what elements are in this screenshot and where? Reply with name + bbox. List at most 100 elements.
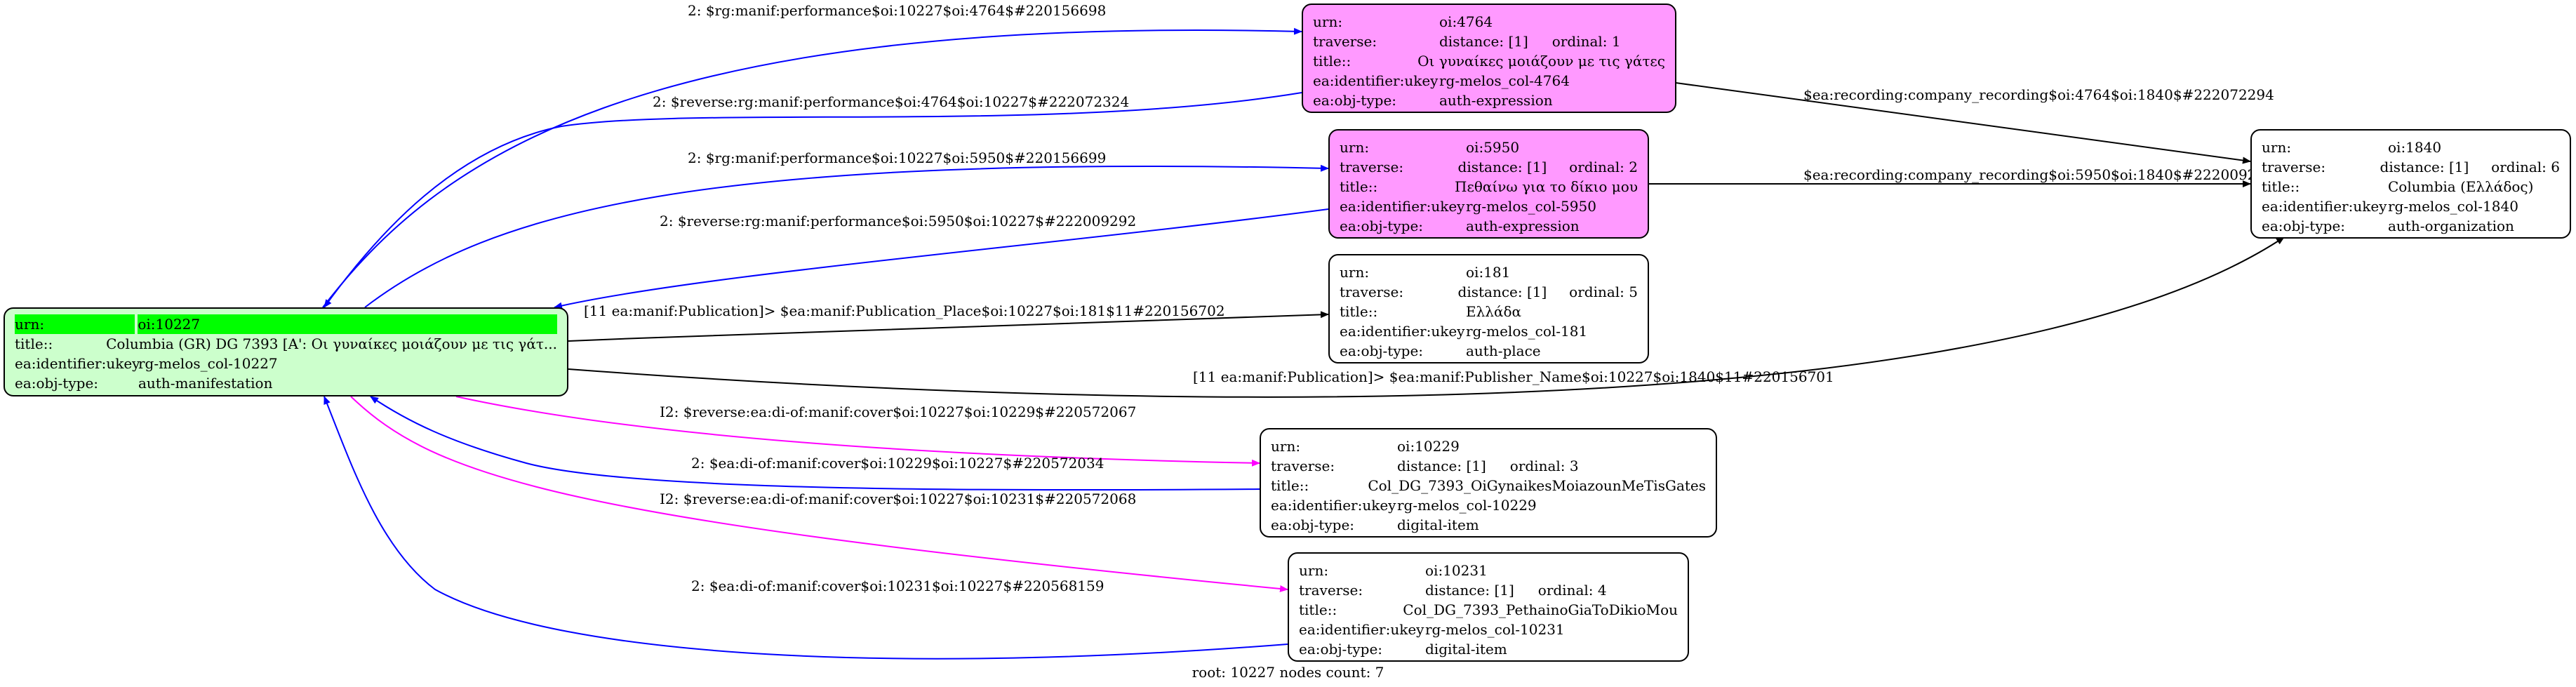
distance-value: distance: [1] — [1457, 159, 1547, 175]
urn-value: oi:181 — [1466, 264, 1511, 281]
edge-label-e8: [11 ea:manif:Publication]> $ea:manif:Pub… — [1193, 368, 1834, 385]
edge-reverse-performance-4764 — [323, 92, 1302, 308]
ordinal-value: ordinal: 3 — [1509, 458, 1579, 474]
edge-reverse-performance-5950 — [554, 208, 1329, 309]
edge-label-e2: 2: $reverse:rg:manif:performance$oi:4764… — [653, 93, 1129, 110]
ukey-label: ea:identifier:ukey — [1299, 621, 1424, 638]
title-label: title:: — [1299, 601, 1337, 618]
traverse-label: traverse: — [1299, 582, 1363, 599]
urn-label: urn: — [2262, 139, 2292, 156]
ukey-value: rg-melos_col-10231 — [1425, 621, 1565, 638]
urn-value: oi:1840 — [2388, 139, 2442, 156]
node-oi-5950[interactable]: urn: oi:5950 traverse: distance: [1] ordina… — [1328, 129, 1649, 239]
edge-performance-to-4764 — [322, 27, 1302, 308]
edge-label-e12: 2: $ea:di-of:manif:cover$oi:10231$oi:102… — [691, 578, 1104, 594]
traverse-label: traverse: — [1313, 33, 1377, 50]
ukey-label: ea:identifier:ukey — [1340, 198, 1465, 215]
urn-value: oi:5950 — [1466, 139, 1520, 156]
edge-label-e1: 2: $rg:manif:performance$oi:10227$oi:476… — [688, 2, 1106, 19]
ukey-label: ea:identifier:ukey — [1313, 72, 1439, 89]
title-label: title:: — [15, 335, 53, 352]
edge-recording-4764-to-1840 — [1675, 82, 2251, 164]
edge-cover-10231 — [323, 396, 1288, 660]
ukey-value: rg-melos_col-1840 — [2388, 198, 2518, 215]
ordinal-value: ordinal: 2 — [1569, 159, 1638, 175]
obj-type-label: ea:obj-type: — [1313, 92, 1397, 109]
title-value: Columbia (GR) DG 7393 [A': Οι γυναίκες μ… — [106, 335, 557, 352]
distance-value: distance: [1] — [1439, 33, 1528, 50]
ordinal-value: ordinal: 4 — [1537, 582, 1607, 599]
obj-type-value: auth-manifestation — [138, 375, 273, 392]
ukey-value: rg-melos_col-5950 — [1466, 198, 1596, 215]
ukey-value: rg-melos_col-10227 — [138, 355, 278, 372]
node-oi-1840[interactable]: urn:oi:1840 traverse:distance: [1]ordina… — [2250, 129, 2571, 239]
obj-type-label: ea:obj-type: — [1271, 516, 1355, 533]
urn-label: urn: — [1340, 264, 1370, 281]
edge-label-e9: I2: $reverse:ea:di-of:manif:cover$oi:102… — [660, 403, 1136, 420]
edge-label-e10: 2: $ea:di-of:manif:cover$oi:10229$oi:102… — [691, 455, 1104, 472]
obj-type-value: auth-expression — [1466, 218, 1580, 234]
graph-caption: root: 10227 nodes count: 7 — [1192, 664, 1384, 681]
node-oi-10227-root[interactable]: urn:oi:10227 title::Columbia (GR) DG 739… — [4, 307, 568, 396]
edge-label-e3: 2: $rg:manif:performance$oi:10227$oi:595… — [688, 149, 1106, 166]
edge-label-e11: I2: $reverse:ea:di-of:manif:cover$oi:102… — [660, 491, 1136, 507]
ukey-label: ea:identifier:ukey — [15, 355, 140, 372]
title-label: title:: — [2262, 178, 2300, 195]
edge-label-e7: [11 ea:manif:Publication]> $ea:manif:Pub… — [584, 302, 1225, 319]
root-header-row: urn:oi:10227 — [15, 314, 557, 334]
ukey-label: ea:identifier:ukey — [2262, 198, 2387, 215]
edge-label-e6: $ea:recording:company_recording$oi:5950$… — [1803, 166, 2274, 183]
ordinal-value: ordinal: 6 — [2491, 159, 2560, 175]
traverse-label: traverse: — [1340, 159, 1404, 175]
edge-reverse-cover-10231 — [350, 396, 1288, 592]
traverse-label: traverse: — [1271, 458, 1335, 474]
obj-type-value: auth-organization — [2388, 218, 2514, 234]
ukey-value: rg-melos_col-181 — [1466, 323, 1588, 340]
urn-value: oi:4764 — [1439, 13, 1493, 30]
title-value: Πεθαίνω για το δίκιο μου — [1455, 178, 1638, 195]
node-oi-10231[interactable]: urn: oi:10231 traverse: distance: [1] ordin… — [1288, 552, 1689, 662]
urn-label: urn: — [1271, 438, 1301, 455]
traverse-label: traverse: — [1340, 284, 1404, 300]
ordinal-value: ordinal: 1 — [1551, 33, 1621, 50]
title-label: title:: — [1271, 477, 1309, 494]
urn-value: oi:10227 — [138, 314, 557, 334]
urn-value: oi:10231 — [1425, 562, 1488, 579]
obj-type-value: digital-item — [1397, 516, 1479, 533]
title-value: Οι γυναίκες μοιάζουν με τις γάτες — [1417, 53, 1665, 69]
obj-type-label: ea:obj-type: — [1299, 641, 1383, 658]
obj-type-label: ea:obj-type: — [15, 375, 99, 392]
distance-value: distance: [1] — [2380, 159, 2469, 175]
distance-value: distance: [1] — [1425, 582, 1514, 599]
urn-label: urn: — [1340, 139, 1370, 156]
obj-type-value: digital-item — [1425, 641, 1507, 658]
ukey-value: rg-melos_col-10229 — [1397, 497, 1537, 514]
edge-label-e5: $ea:recording:company_recording$oi:4764$… — [1803, 86, 2274, 103]
obj-type-label: ea:obj-type: — [2262, 218, 2346, 234]
edge-reverse-cover-10229 — [455, 396, 1260, 467]
urn-label: urn: — [1299, 562, 1329, 579]
title-label: title:: — [1340, 178, 1378, 195]
urn-value: oi:10229 — [1397, 438, 1460, 455]
edge-publisher-name — [568, 236, 2285, 398]
obj-type-value: auth-expression — [1439, 92, 1553, 109]
node-oi-181[interactable]: urn: oi:181 traverse: distance: [1] ordinal… — [1328, 254, 1649, 363]
node-oi-10229[interactable]: urn: oi:10229 traverse: distance: [1] ordin… — [1260, 428, 1717, 538]
ukey-label: ea:identifier:ukey — [1340, 323, 1465, 340]
ukey-value: rg-melos_col-4764 — [1439, 72, 1570, 89]
edge-label-e4: 2: $reverse:rg:manif:performance$oi:5950… — [660, 213, 1136, 229]
distance-value: distance: [1] — [1397, 458, 1486, 474]
urn-label: urn: — [15, 314, 135, 334]
urn-label: urn: — [1313, 13, 1343, 30]
ordinal-value: ordinal: 5 — [1569, 284, 1638, 300]
obj-type-label: ea:obj-type: — [1340, 342, 1424, 359]
ukey-label: ea:identifier:ukey — [1271, 497, 1396, 514]
title-label: title:: — [1340, 303, 1378, 320]
title-value: Col_DG_7393_OiGynaikesMoiazounMeTisGates — [1368, 477, 1706, 494]
edge-cover-10229 — [370, 396, 1260, 491]
distance-value: distance: [1] — [1457, 284, 1547, 300]
title-value: Ελλάδα — [1466, 303, 1522, 320]
title-label: title:: — [1313, 53, 1352, 69]
node-oi-4764[interactable]: urn: oi:4764 traverse: distance: [1] ordina… — [1302, 4, 1676, 113]
